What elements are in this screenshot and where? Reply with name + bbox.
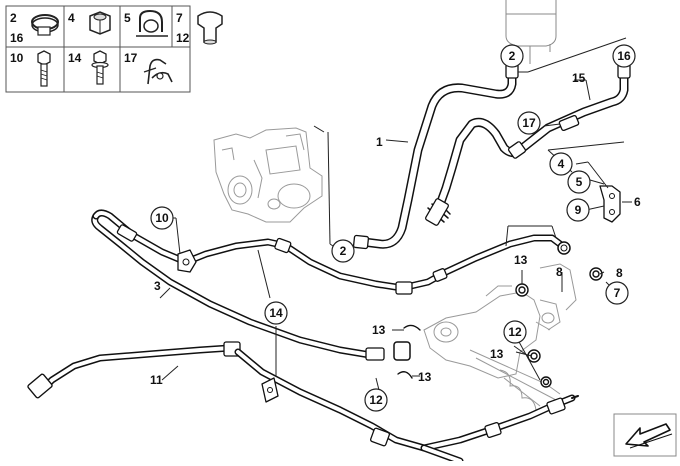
legend-cell-holder[interactable]: 17 (124, 51, 173, 85)
hex-nut-icon (89, 11, 111, 35)
return-line-11 (27, 341, 579, 465)
label-1[interactable]: 1 (376, 135, 383, 149)
label-13-left[interactable]: 13 (372, 323, 386, 337)
svg-text:7: 7 (176, 11, 183, 25)
svg-text:17: 17 (124, 51, 138, 65)
legend-cell-sealing-plug[interactable]: 7 12 (176, 11, 190, 45)
svg-text:12: 12 (508, 325, 522, 339)
callout-5[interactable]: 5 (567, 170, 591, 194)
callout-circles: 2 16 17 4 5 9 10 2 (150, 44, 636, 412)
label-3[interactable]: 3 (154, 279, 161, 293)
svg-text:10: 10 (155, 211, 169, 225)
svg-text:7: 7 (614, 286, 621, 300)
bracket-10 (177, 249, 197, 273)
direction-arrow-icon (613, 413, 677, 457)
parts-legend: 2 16 4 5 (5, 5, 223, 93)
legend-cell-flange-bolt[interactable]: 14 (68, 50, 109, 85)
reservoir (505, 0, 557, 64)
callout-16[interactable]: 16 (612, 44, 636, 68)
svg-text:9: 9 (575, 203, 582, 217)
svg-text:2: 2 (10, 11, 17, 25)
label-8-left[interactable]: 8 (556, 265, 563, 279)
svg-text:10: 10 (10, 51, 24, 65)
label-6[interactable]: 6 (634, 195, 641, 209)
label-13-upper[interactable]: 13 (514, 253, 528, 267)
callout-2-top[interactable]: 2 (500, 44, 524, 68)
svg-text:5: 5 (124, 11, 131, 25)
legend-cell-hex-nut[interactable]: 4 (68, 11, 111, 35)
callout-2-mid[interactable]: 2 (331, 239, 355, 263)
svg-text:14: 14 (68, 51, 82, 65)
clip-icon (136, 9, 168, 37)
steering-gear (423, 263, 577, 411)
label-15[interactable]: 15 (572, 71, 586, 85)
holder-icon (143, 58, 173, 85)
flange-bolt-icon (91, 50, 109, 85)
svg-text:12: 12 (176, 31, 190, 45)
callout-17[interactable]: 17 (517, 111, 541, 135)
callout-7[interactable]: 7 (605, 281, 629, 305)
svg-text:4: 4 (558, 157, 565, 171)
callout-10[interactable]: 10 (150, 206, 174, 230)
legend-cell-clip[interactable]: 5 (124, 9, 168, 37)
svg-text:4: 4 (68, 11, 75, 25)
label-13-right[interactable]: 13 (490, 347, 504, 361)
svg-text:17: 17 (522, 116, 536, 130)
svg-text:14: 14 (269, 306, 283, 320)
callout-12-bottom[interactable]: 12 (364, 388, 388, 412)
svg-text:5: 5 (576, 175, 583, 189)
svg-text:16: 16 (10, 31, 24, 45)
hose-lines (27, 63, 631, 465)
callout-12-right[interactable]: 12 (503, 320, 527, 344)
callout-4[interactable]: 4 (549, 152, 573, 176)
svg-text:16: 16 (617, 49, 631, 63)
return-hose-15 (425, 63, 631, 226)
callout-9[interactable]: 9 (566, 198, 590, 222)
sealing-plug-icon (197, 11, 223, 45)
svg-text:2: 2 (340, 244, 347, 258)
label-8-right[interactable]: 8 (616, 266, 623, 280)
legend-cell-hose-clamp[interactable]: 2 16 (10, 11, 59, 45)
cooler-line-3 (91, 209, 411, 361)
bracket-6 (599, 185, 621, 223)
power-steering-pump (213, 127, 323, 223)
bracket-14 (261, 377, 279, 403)
label-13-lower[interactable]: 13 (418, 370, 432, 384)
seal-rings (397, 267, 603, 388)
legend-cell-bolt[interactable]: 10 (10, 50, 51, 87)
label-11[interactable]: 11 (150, 373, 163, 387)
svg-text:12: 12 (369, 393, 383, 407)
part-number-labels: 15 1 6 3 11 13 8 8 13 13 13 (150, 71, 641, 387)
bolt-icon (37, 50, 51, 87)
pressure-hose (182, 234, 571, 295)
suction-hose-1 (352, 63, 519, 250)
hose-clamp-icon (31, 14, 59, 36)
leader-lines (159, 37, 632, 395)
callout-14[interactable]: 14 (264, 301, 288, 325)
svg-text:2: 2 (509, 49, 516, 63)
